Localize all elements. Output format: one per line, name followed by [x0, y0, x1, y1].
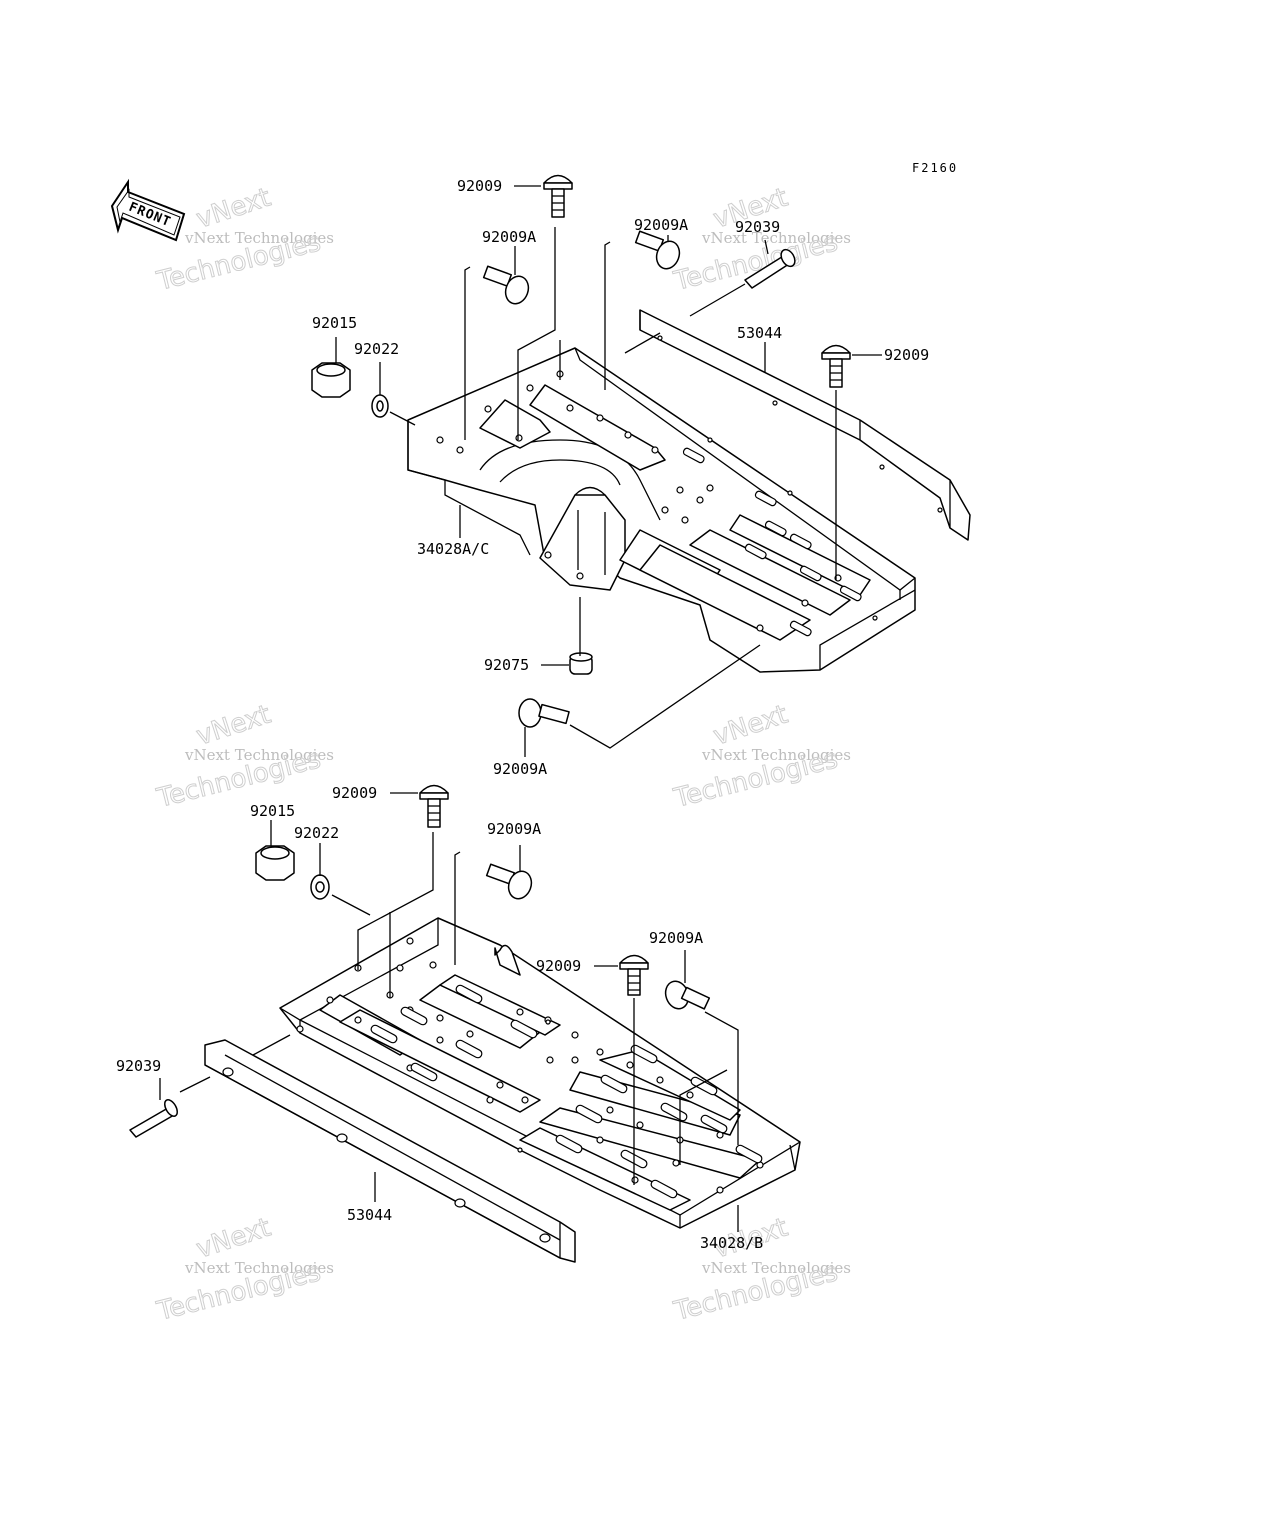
bottom-assembly: 92015 92009 92022 92009A 92009 92009A 92… — [116, 784, 801, 1263]
bolt-icon — [543, 174, 573, 218]
svg-text:vNext: vNext — [193, 183, 275, 235]
top-carrier-plate — [407, 347, 916, 673]
svg-text:vNext: vNext — [710, 700, 792, 752]
part-label: 34028A/C — [417, 540, 489, 558]
watermark: vNext vNext Technologies Technologies — [153, 1212, 334, 1327]
part-label: 92022 — [354, 340, 399, 358]
part-label: 92009 — [884, 346, 929, 364]
washer-icon — [310, 874, 330, 900]
watermark: vNext vNext Technologies Technologies — [670, 1212, 851, 1327]
part-label: 92009A — [487, 820, 541, 838]
svg-text:vNext: vNext — [193, 1213, 275, 1265]
watermark: vNext vNext Technologies Technologies — [153, 699, 334, 814]
svg-text:vNext Technologies: vNext Technologies — [184, 229, 334, 247]
leader-lines — [335, 185, 882, 757]
part-label: 92009A — [493, 760, 547, 778]
bottom-carrier-plate — [279, 917, 801, 1229]
watermark: vNext vNext Technologies Technologies — [153, 182, 334, 297]
svg-text:vNext Technologies: vNext Technologies — [701, 229, 851, 247]
flange-bolt-icon — [485, 863, 533, 900]
svg-text:vNext Technologies: vNext Technologies — [701, 746, 851, 764]
part-label: 53044 — [737, 324, 782, 342]
part-label: 92009A — [649, 929, 703, 947]
front-arrow-icon: FRONT — [110, 178, 186, 242]
part-label: 92015 — [312, 314, 357, 332]
bolt-icon — [821, 344, 851, 388]
bolt-icon — [419, 784, 449, 828]
part-label: 92039 — [735, 218, 780, 236]
pin-icon — [744, 248, 796, 289]
watermark: vNext vNext Technologies Technologies — [670, 699, 851, 814]
bottom-guard-rail — [204, 1039, 576, 1263]
part-label: 92009 — [457, 177, 502, 195]
part-label: 53044 — [347, 1206, 392, 1224]
figure-reference: F2160 — [912, 161, 958, 175]
top-guard-rail — [639, 309, 971, 541]
top-assembly: 92009 92009A 92009A 92039 53044 92009 92… — [311, 174, 971, 778]
damper-icon — [569, 652, 593, 675]
part-label: 92022 — [294, 824, 339, 842]
nut-icon — [255, 845, 295, 881]
washer-icon — [371, 394, 389, 418]
part-label: 92039 — [116, 1057, 161, 1075]
flange-bolt-icon — [664, 980, 711, 1010]
part-label: 92009 — [536, 957, 581, 975]
flange-bolt-icon — [634, 230, 681, 270]
part-label: 92075 — [484, 656, 529, 674]
bolt-icon — [619, 954, 649, 996]
part-label: 34028/B — [700, 1234, 763, 1252]
svg-text:vNext Technologies: vNext Technologies — [184, 746, 334, 764]
svg-text:vNext Technologies: vNext Technologies — [184, 1259, 334, 1277]
part-label: 92009A — [634, 216, 688, 234]
flange-bolt-icon — [518, 698, 570, 728]
svg-text:vNext Technologies: vNext Technologies — [701, 1259, 851, 1277]
part-label: 92009A — [482, 228, 536, 246]
svg-text:vNext: vNext — [193, 700, 275, 752]
part-label: 92009 — [332, 784, 377, 802]
pin-icon — [129, 1099, 178, 1138]
nut-icon — [311, 362, 351, 398]
leader-lines — [159, 792, 739, 1232]
part-label: 92015 — [250, 802, 295, 820]
flange-bolt-icon — [482, 265, 530, 305]
